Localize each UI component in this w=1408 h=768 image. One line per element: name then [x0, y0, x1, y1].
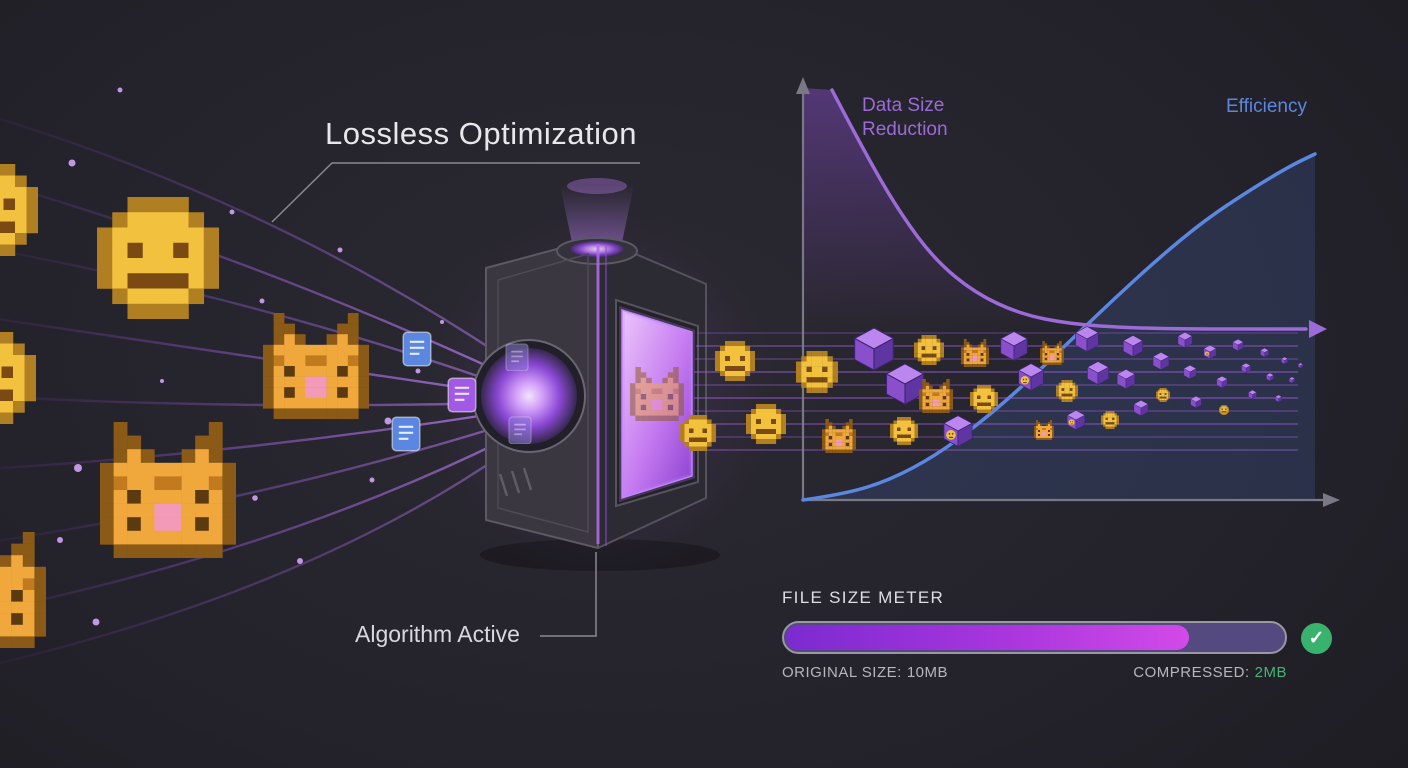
reduction-curve [830, 88, 1308, 331]
chart-label-reduction: Data Size Reduction [862, 95, 948, 140]
callout-lines [271, 162, 640, 637]
efficiency-area [803, 154, 1315, 500]
x-axis-arrow [1323, 493, 1340, 507]
reduction-arrow [1309, 320, 1327, 338]
progress-bar-fill [786, 625, 1189, 650]
reduction-area [803, 88, 1306, 330]
machine-beam [560, 185, 634, 252]
machine-vents [498, 467, 533, 497]
file-size-meter: FILE SIZE METER ORIGINAL SIZE:10MB COMPR… [782, 588, 1336, 681]
machine-shadow [480, 539, 720, 571]
page-title: Lossless Optimization [325, 116, 638, 151]
machine-lens [481, 348, 577, 444]
beam-glow [567, 178, 627, 194]
meter-heading: FILE SIZE METER [782, 588, 945, 607]
performance-chart [796, 77, 1340, 507]
chart-label-efficiency: Efficiency [1226, 96, 1307, 117]
chart-axes [801, 84, 1325, 502]
title-callout-line [271, 162, 640, 223]
machine-callout-line [540, 552, 597, 637]
screen-glow [619, 305, 695, 503]
compressed-size-label: COMPRESSED:2MB [1133, 664, 1287, 681]
machine-status-label: Algorithm Active [355, 621, 520, 647]
success-check-icon: ✓ [1301, 623, 1332, 654]
output-stream-lines [694, 332, 1298, 451]
original-size-label: ORIGINAL SIZE:10MB [782, 664, 948, 681]
efficiency-curve [801, 152, 1317, 502]
progress-bar-track [782, 621, 1287, 654]
y-axis-arrow [796, 77, 810, 94]
